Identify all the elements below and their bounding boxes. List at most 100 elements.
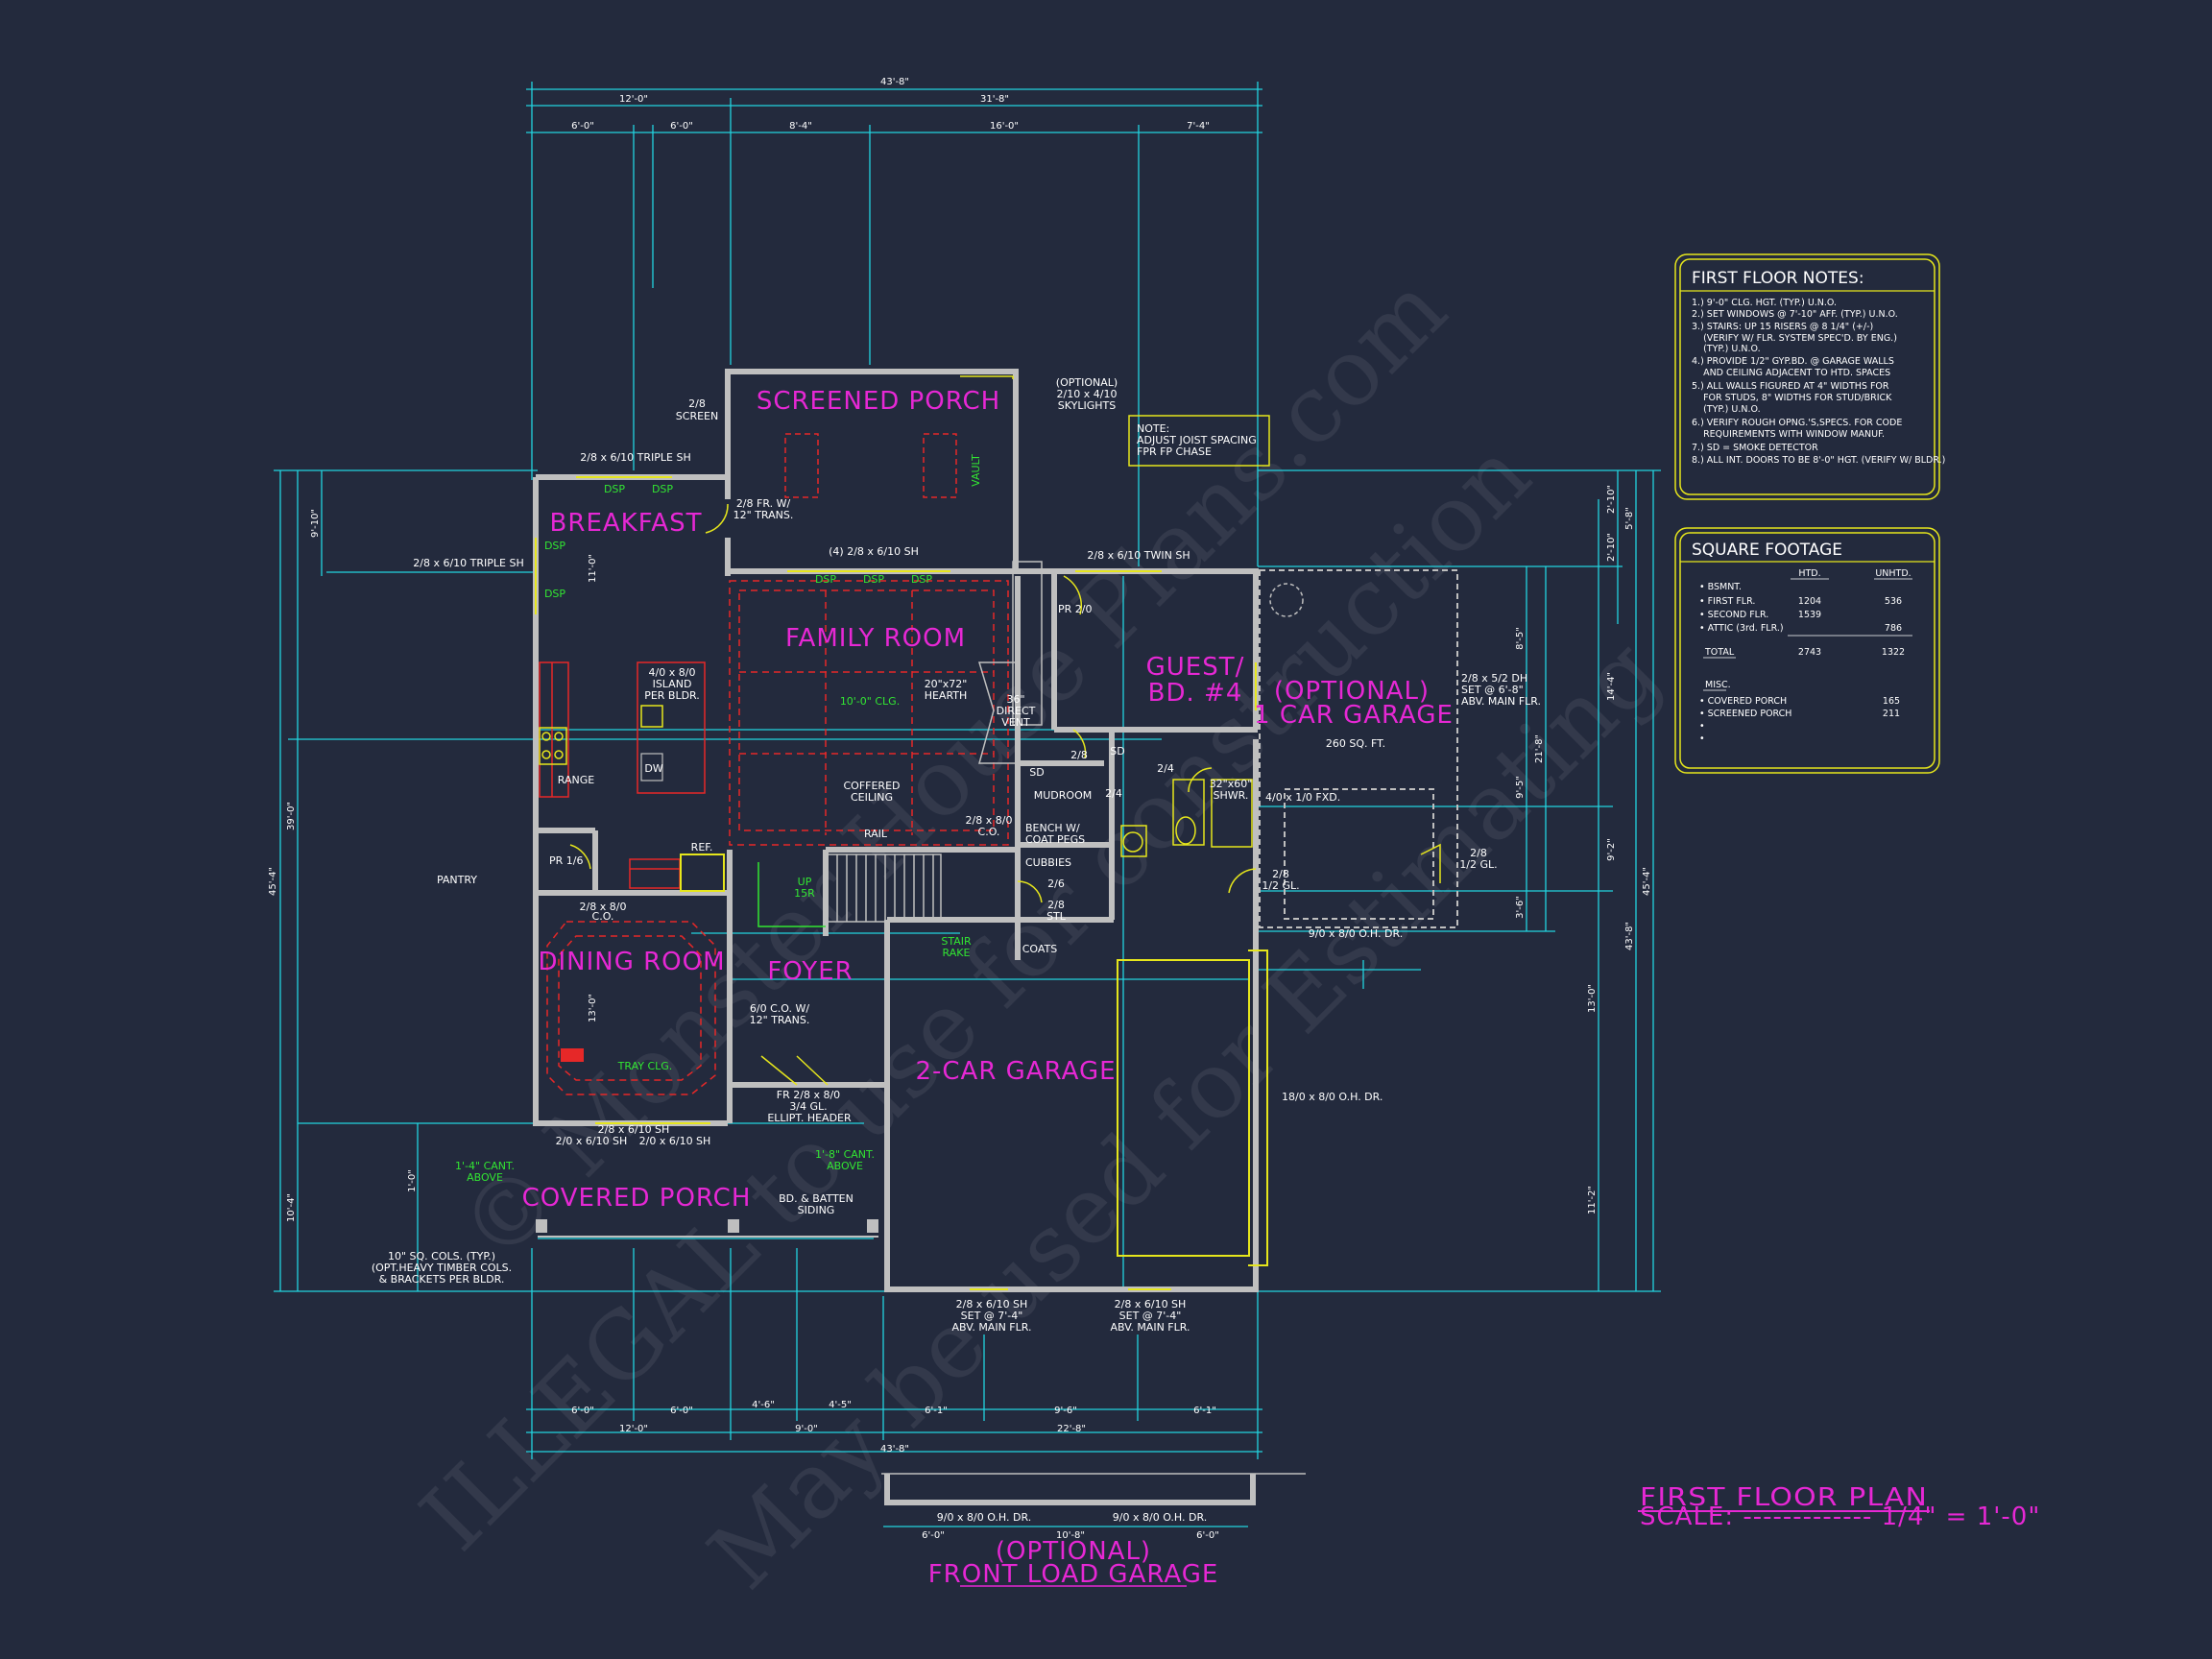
plan-scale: SCALE: ------------- 1/4" = 1'-0" [1640, 1503, 2040, 1531]
notes-title: FIRST FLOOR NOTES: [1692, 269, 1864, 288]
lbl-ohdr-main: 18/0 x 8/0 O.H. DR. [1282, 1091, 1382, 1103]
title-block: FIRST FLOOR PLAN SCALE: ------------- 1/… [1638, 1483, 2040, 1531]
lbl-dh-2: SET @ 6'-8" [1461, 684, 1524, 696]
lbl-skylights-2: 2/10 x 4/10 [1057, 388, 1118, 400]
plan-title: FIRST FLOOR PLAN [1640, 1483, 1928, 1512]
lbl-4-sh: (4) 2/8 x 6/10 SH [829, 545, 919, 558]
sqft-misc-3-label: • [1699, 721, 1705, 732]
lbl-stair-2: RAKE [943, 947, 971, 959]
lbl-sh-front-2: 2/0 x 6/10 SH [556, 1135, 628, 1147]
dim-top-b: 6'-0" [670, 121, 693, 132]
lbl-gl-1: 2/8 [1470, 847, 1487, 859]
dim-bot-5: 6'-1" [925, 1406, 948, 1416]
stairs [827, 854, 942, 923]
sqft-row-2-htd: 1204 [1798, 596, 1821, 607]
lbl-sh-front-1: 2/8 x 6/10 SH [598, 1123, 670, 1136]
dim-bot-7: 6'-1" [1193, 1406, 1216, 1416]
kitchen-counters [539, 661, 681, 889]
lbl-pantry-co-1: 2/8 x 8/0 [580, 901, 627, 913]
lbl-door-28b: 2/8 [1047, 899, 1065, 911]
dim-bot-6: 9'-6" [1054, 1406, 1077, 1416]
dim-right-a: 2'-10" [1606, 485, 1617, 514]
dining-cabinet [561, 1048, 584, 1062]
sqft-title: SQUARE FOOTAGE [1692, 541, 1842, 560]
dim-bot-12: 12'-0" [619, 1424, 648, 1434]
sqft-total-htd: 2743 [1798, 647, 1821, 658]
stair-arrow [757, 862, 826, 927]
lbl-cubbies: CUBBIES [1025, 856, 1071, 869]
sqft-col-unhtd: UNHTD. [1875, 568, 1911, 579]
lbl-gsh-4: 2/8 x 6/10 SH [1115, 1298, 1187, 1310]
lbl-bench-1: BENCH W/ [1025, 822, 1080, 834]
notes-line-10: (TYP.) U.N.O. [1692, 404, 1761, 415]
lbl-ellipt: ELLIPT. HEADER [767, 1112, 852, 1124]
lbl-rail: RAIL [864, 828, 888, 840]
lbl-gl-3: 2/8 [1272, 868, 1289, 880]
optional-garage-outline [1259, 569, 1458, 928]
dim-front-2: 10'-8" [1056, 1530, 1085, 1541]
lbl-pantry-co-2: C.O. [592, 910, 614, 923]
lbl-hearth-2: HEARTH [925, 689, 968, 702]
dim-right-k: 3'-6" [1515, 896, 1526, 919]
opt-garage-title-1: (OPTIONAL) [1274, 677, 1430, 706]
lbl-front-ohdr-1: 9/0 x 8/0 O.H. DR. [937, 1511, 1031, 1524]
lbl-fxd: 4/0 x 1/0 FXD. [1265, 791, 1340, 804]
lbl-cols-1: 10" SQ. COLS. (TYP.) [388, 1250, 495, 1262]
sqft-row-2-label: • FIRST FLR. [1699, 596, 1755, 607]
dim-left-b: 9'-10" [310, 509, 321, 538]
lbl-fr28b: 3/4 GL. [789, 1100, 827, 1113]
dim-left-total: 45'-4" [268, 867, 278, 896]
lbl-screen-1: 2/8 [688, 397, 706, 410]
lbl-sd-2: SD [1110, 745, 1124, 757]
dim-bot-2: 6'-0" [670, 1406, 693, 1416]
lbl-triple-sh-top: 2/8 x 6/10 TRIPLE SH [580, 451, 690, 464]
dim-front-3: 6'-0" [1196, 1530, 1219, 1541]
lbl-note-2: ADJUST JOIST SPACING [1137, 434, 1257, 446]
dim-bot-9: 9'-0" [795, 1424, 818, 1434]
lbl-door-24b: 2/4 [1105, 787, 1122, 800]
room-breakfast: BREAKFAST [550, 509, 703, 538]
skylights [784, 433, 957, 498]
lbl-dsp-3: DSP [544, 540, 565, 552]
dim-bot-overall: 43'-8" [880, 1444, 909, 1455]
sqft-misc-2-val: 211 [1883, 709, 1900, 719]
dim-right-i: 8'-5" [1515, 627, 1526, 650]
sqft-row-1-label: • BSMNT. [1699, 582, 1742, 592]
lbl-tray: TRAY CLG. [617, 1060, 673, 1072]
sqft-misc-1-label: • COVERED PORCH [1699, 696, 1787, 707]
notes-line-14: 8.) ALL INT. DOORS TO BE 8'-0" HGT. (VER… [1692, 455, 1945, 466]
lbl-coffered-2: CEILING [851, 791, 893, 804]
lbl-shwr-1: 32"x60" [1210, 778, 1253, 790]
notes-line-6: 4.) PROVIDE 1/2" GYP.BD. @ GARAGE WALLS [1692, 356, 1894, 367]
dim-top-a: 6'-0" [571, 121, 594, 132]
fireplace [977, 561, 1043, 764]
sqft-total-unhtd: 1322 [1882, 647, 1905, 658]
lbl-up: UP [798, 876, 812, 888]
room-mudroom: MUDROOM [1034, 789, 1092, 802]
dim-right-e: 21'-8" [1534, 734, 1545, 763]
lbl-dsp-6: DSP [863, 573, 884, 586]
refrigerator-icon [680, 854, 725, 892]
lbl-gsh-3: ABV. MAIN FLR. [951, 1321, 1031, 1334]
sqft-row-2-unhtd: 536 [1885, 596, 1902, 607]
lbl-co-2: C.O. [978, 826, 1000, 838]
lbl-screen-2: SCREEN [676, 410, 718, 422]
sqft-row-3-label: • SECOND FLR. [1699, 610, 1768, 620]
lbl-gsh-2: SET @ 7'-4" [961, 1310, 1023, 1322]
lbl-door-24a: 2/4 [1157, 762, 1174, 775]
front-load-title-2: FRONT LOAD GARAGE [928, 1560, 1219, 1589]
lbl-pr20: PR 2/0 [1058, 603, 1092, 615]
lbl-ref: REF. [691, 841, 713, 854]
lbl-gl-4: 1/2 GL. [1262, 879, 1299, 892]
windows [535, 476, 1257, 1290]
sqft-row-4-label: • ATTIC (3rd. FLR.) [1699, 623, 1784, 634]
lbl-batten-1: BD. & BATTEN [779, 1192, 854, 1205]
lbl-co-1: 2/8 x 8/0 [966, 814, 1013, 827]
annotations: 2/8 x 6/10 TRIPLE SH 2/8 x 6/10 TRIPLE S… [372, 376, 1541, 1334]
dim-bot-4: 4'-5" [829, 1400, 852, 1410]
lbl-cols-3: & BRACKETS PER BLDR. [379, 1273, 505, 1286]
notes-line-13: 7.) SD = SMOKE DETECTOR [1692, 443, 1818, 453]
dim-top-31: 31'-8" [980, 94, 1009, 105]
lbl-twin-sh: 2/8 x 6/10 TWIN SH [1087, 549, 1190, 562]
